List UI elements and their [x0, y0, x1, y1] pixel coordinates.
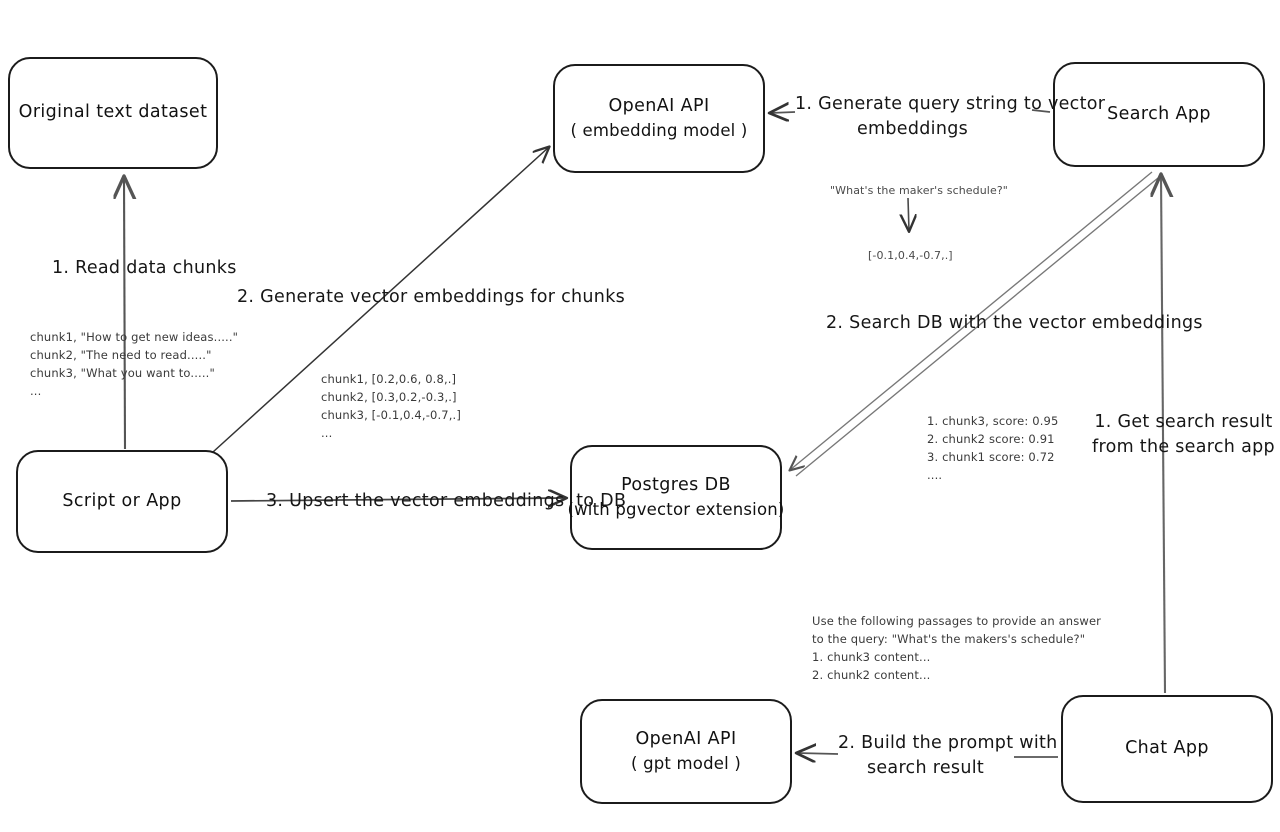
- annotation-search-results: 1. chunk3, score: 0.95 2. chunk2 score: …: [927, 414, 1059, 483]
- edge-label-search-db: 2. Search DB with the vector embeddings: [826, 313, 1203, 333]
- node-label: Script or App: [62, 490, 182, 511]
- annotation-prompt-text: Use the following passages to provide an…: [812, 614, 1102, 683]
- node-chat-app[interactable]: Chat App: [1061, 695, 1273, 803]
- edge-label-generate-query-embeddings: 1. Generate query string to vector embed…: [795, 94, 1105, 140]
- edge-query-to-vector: [908, 197, 909, 231]
- annotation-chunk-vectors: chunk1, [0.2,0.6, 0.8,.] chunk2, [0.3,0.…: [321, 372, 461, 441]
- edge-label-read-data-chunks: 1. Read data chunks: [52, 258, 237, 278]
- node-script-or-app[interactable]: Script or App: [16, 450, 228, 553]
- node-original-text-dataset[interactable]: Original text dataset: [8, 57, 218, 169]
- node-label: Original text dataset: [18, 102, 208, 123]
- node-sublabel: ( embedding model ): [570, 121, 748, 141]
- annotation-query-vector: [-0.1,0.4,-0.7,.]: [868, 249, 953, 262]
- edge-label-get-search-result: 1. Get search result from the search app: [1092, 412, 1275, 458]
- node-label: Search App: [1107, 103, 1211, 124]
- node-openai-api-gpt-model[interactable]: OpenAI API ( gpt model ): [580, 699, 792, 804]
- node-openai-api-embedding-model[interactable]: OpenAI API ( embedding model ): [553, 64, 765, 173]
- annotation-query-string: "What's the maker's schedule?": [830, 184, 1008, 197]
- node-sublabel: (with pgvector extension): [567, 500, 785, 520]
- edge-label-build-prompt: 2. Build the prompt with search result: [838, 733, 1058, 779]
- edge-label-generate-vector-embeddings: 2. Generate vector embeddings for chunks: [237, 287, 626, 307]
- node-postgres-db[interactable]: Postgres DB (with pgvector extension): [567, 445, 785, 550]
- annotation-raw-chunks: chunk1, "How to get new ideas....." chun…: [30, 330, 239, 399]
- edge-label-upsert-to-db: 3. Upsert the vector embeddings to DB: [266, 491, 627, 511]
- node-label: Chat App: [1125, 738, 1209, 759]
- node-sublabel: ( gpt model ): [630, 754, 741, 774]
- node-search-app[interactable]: Search App: [1053, 62, 1265, 167]
- node-label: OpenAI API: [635, 728, 737, 749]
- node-label: Postgres DB: [621, 474, 731, 495]
- edge-read-data-chunks: [124, 177, 125, 450]
- node-label: OpenAI API: [608, 95, 710, 116]
